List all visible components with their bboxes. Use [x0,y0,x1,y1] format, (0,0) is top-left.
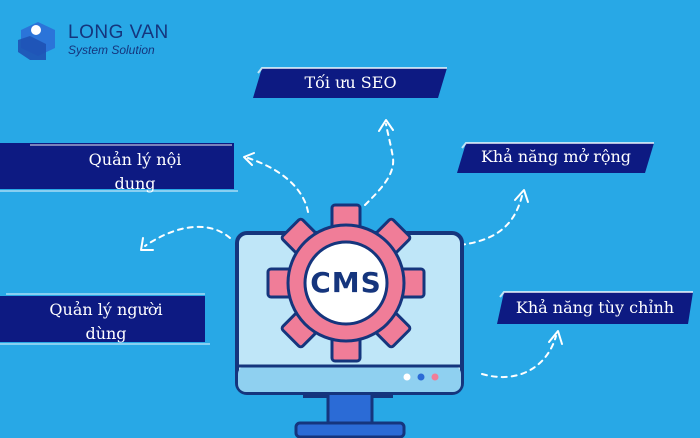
gear-icon [266,203,426,363]
banner-seo [253,67,447,98]
indicator-dot [403,373,411,381]
logo-title: LONG VAN [68,22,169,43]
feature-users: Quản lý người dùng [6,298,206,346]
arrow-seo [364,123,395,206]
feature-content: Quản lý nội dung [40,148,230,196]
connector-arrows [144,123,557,379]
feature-content-line2: dung [114,174,156,193]
banner-custom [497,291,693,324]
hexagon-logo-icon [18,22,55,60]
logo-subtitle: System Solution [68,43,155,57]
arrow-custom [481,335,557,379]
banner-expand [457,142,654,173]
feature-seo: Tối ưu SEO [304,73,397,92]
feature-users-line2: dùng [85,324,127,343]
brand-logo: LONG VAN System Solution [22,22,192,62]
indicator-dot [417,373,425,381]
banner-users [0,293,210,345]
feature-users-line1: Quản lý người [49,300,163,319]
indicator-dot [431,373,439,381]
feature-custom: Khả năng tùy chỉnh [515,298,675,317]
arrow-users [144,225,231,247]
feature-content-line1: Quản lý nội [88,150,182,169]
banner-content [0,143,238,192]
arrow-heads [140,119,563,345]
cms-label: CMS [310,266,382,299]
feature-expand: Khả năng mở rộng [480,147,632,166]
arrow-expand [459,195,523,246]
arrow-content [247,157,309,213]
